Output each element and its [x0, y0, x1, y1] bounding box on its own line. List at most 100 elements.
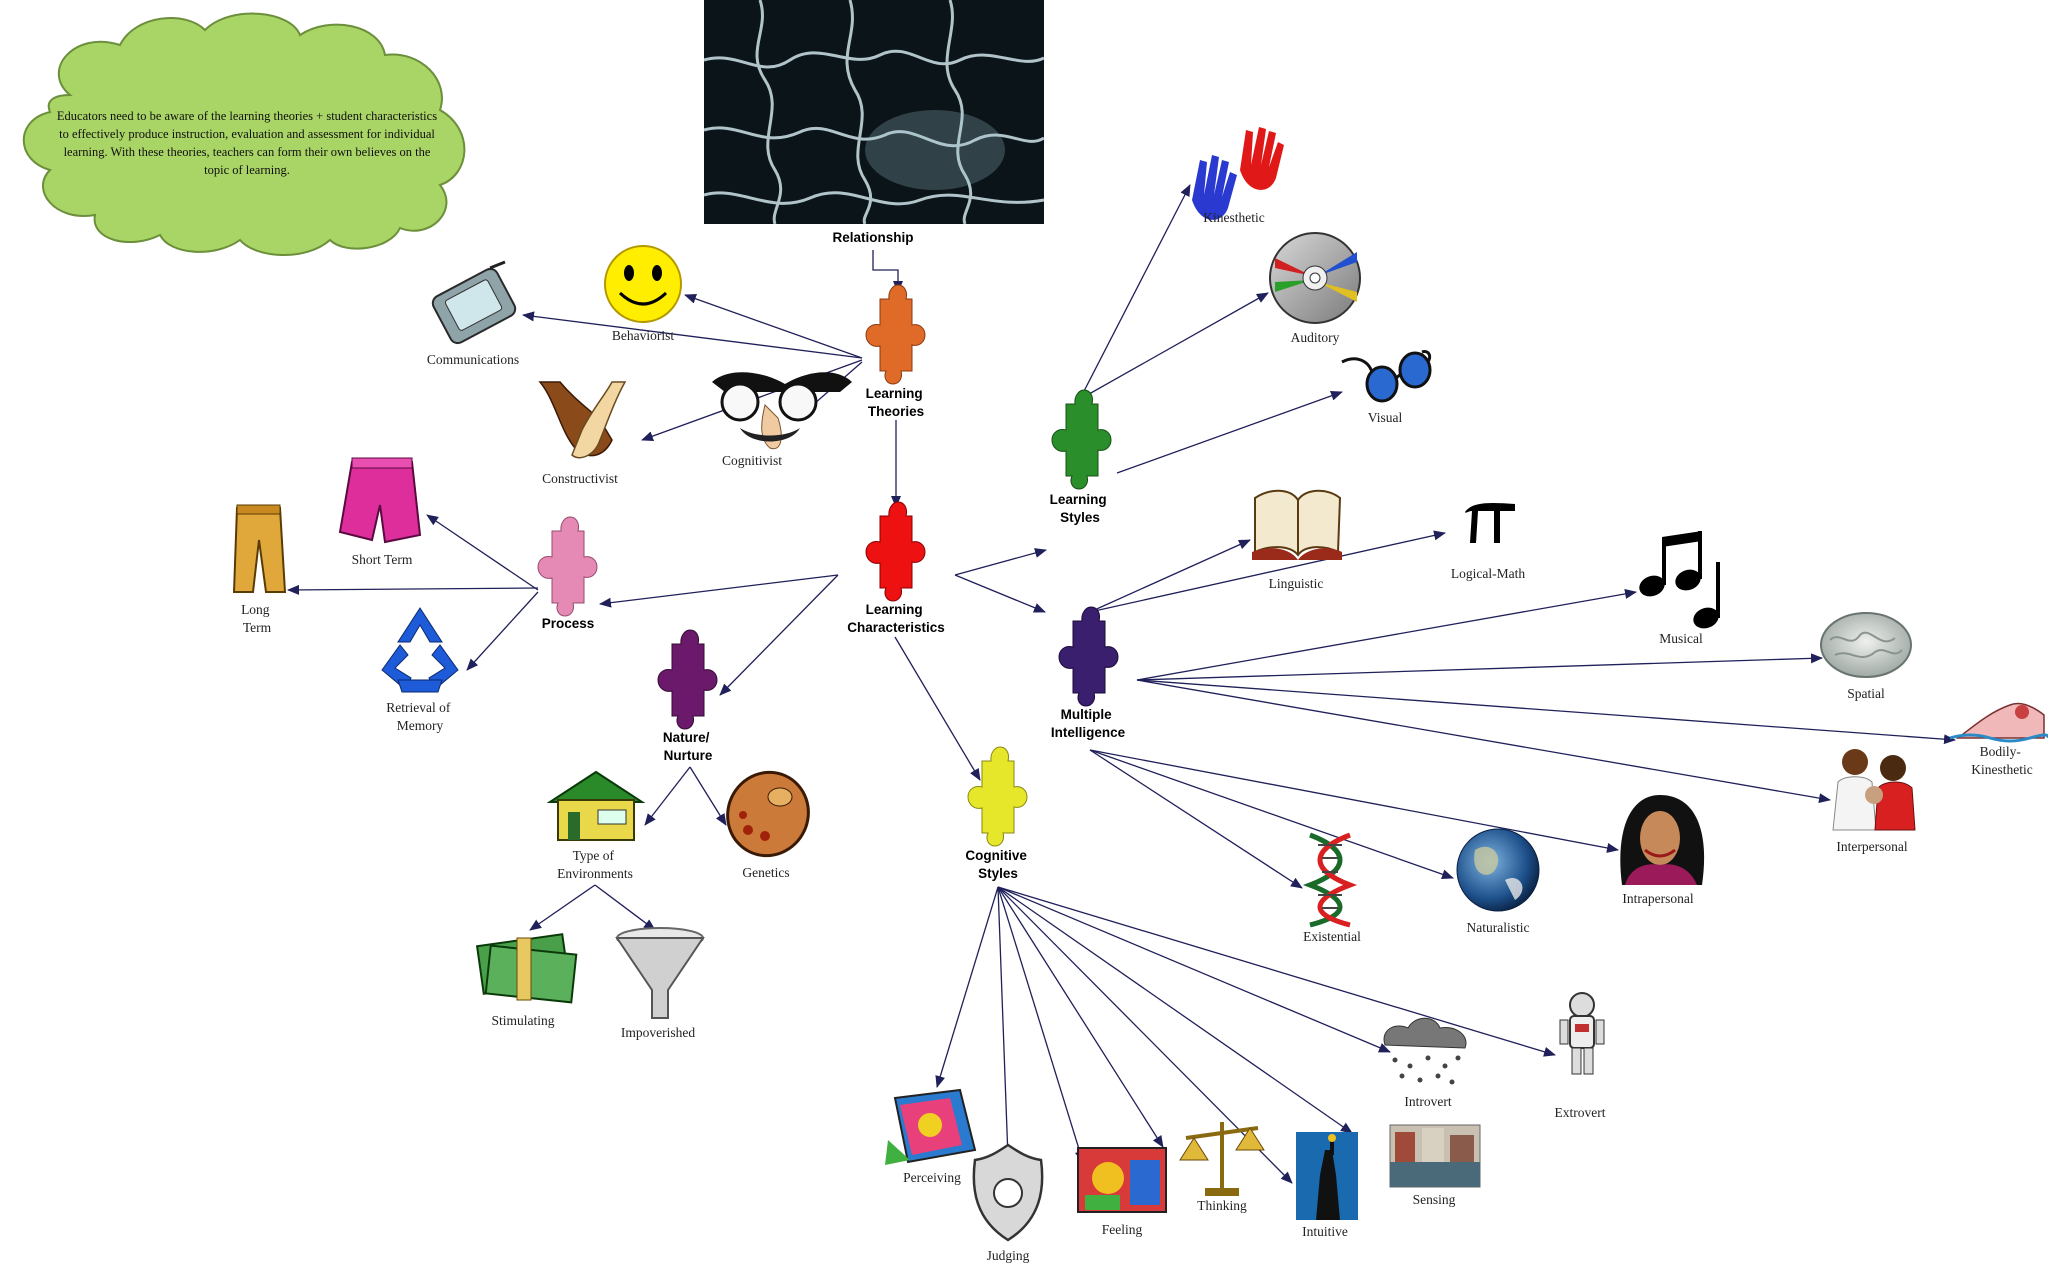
hub-learning-styles-label: Learning Styles — [1050, 492, 1111, 525]
label-type-environments: Type of Environments — [557, 848, 633, 881]
edge-cognitive-thinking — [997, 886, 1164, 1148]
edge-characteristics-process — [599, 574, 839, 608]
pi-icon — [1465, 502, 1515, 543]
hub-relationship-label: Relationship — [832, 230, 913, 245]
edge-nature-environments — [644, 766, 691, 826]
edge-cognitive-perceiving — [935, 886, 999, 1088]
label-impoverished: Impoverished — [621, 1025, 695, 1040]
edge-styles-kinesthetic — [1081, 184, 1191, 396]
label-constructivist: Constructivist — [542, 471, 618, 486]
edge-nature-genetics — [689, 766, 727, 826]
edge-cognitive-judging — [997, 886, 1013, 1159]
label-auditory: Auditory — [1291, 330, 1340, 345]
tablet-icon — [431, 260, 517, 345]
brain-icon — [1820, 612, 1912, 678]
label-stimulating: Stimulating — [491, 1013, 554, 1028]
swimmer-icon — [1949, 702, 2048, 743]
edge-environments-impoverished — [594, 884, 656, 931]
edge-theories-communications — [522, 311, 863, 359]
hail-cloud-icon — [1383, 1017, 1467, 1085]
edge-mi-logical — [1089, 530, 1446, 613]
edge-mi-interpersonal — [1136, 679, 1831, 804]
label-existential: Existential — [1303, 929, 1361, 944]
edge-mi-spatial — [1136, 653, 1823, 681]
astronaut-icon — [1559, 992, 1605, 1075]
disguise-glasses-icon — [712, 372, 852, 450]
edge-mi-musical — [1136, 588, 1637, 681]
badge-icon — [972, 1143, 1044, 1242]
edge-theories-behaviorist — [684, 293, 863, 359]
open-book-icon — [1252, 489, 1342, 560]
label-behaviorist: Behaviorist — [612, 328, 674, 343]
house-icon — [546, 770, 646, 841]
feeling-art-icon — [1077, 1147, 1167, 1213]
edge-cognitive-introvert — [997, 886, 1391, 1053]
hub-process-label: Process — [542, 616, 595, 631]
edge-process-retrieval — [466, 591, 539, 671]
statue-of-liberty-icon — [1296, 1132, 1358, 1220]
edge-cognitive-intuitive — [997, 886, 1293, 1184]
family-icon — [1832, 745, 1916, 831]
hub-learning-characteristics-label: Learning Characteristics — [847, 602, 945, 635]
smiley-icon — [604, 245, 682, 323]
puzzle-learning-styles — [1051, 389, 1112, 490]
puzzle-process — [537, 516, 598, 617]
puzzle-learning-theories — [865, 284, 926, 385]
shorts-icon — [338, 457, 422, 544]
label-visual: Visual — [1368, 410, 1403, 425]
label-short-term: Short Term — [352, 552, 413, 567]
label-bodily-kinesthetic: Bodily- Kinesthetic — [1971, 744, 2032, 777]
puzzle-learning-characteristics — [865, 501, 926, 602]
cd-icon — [1269, 232, 1361, 324]
edge-mi-bodily — [1136, 679, 1956, 745]
edge-cognitive-feeling — [997, 886, 1085, 1163]
label-logical-math: Logical-Math — [1451, 566, 1525, 581]
label-musical: Musical — [1659, 631, 1703, 646]
edge-environments-stimulating — [529, 884, 596, 931]
scales-icon — [1179, 1122, 1265, 1196]
edge-process-shortterm — [426, 514, 539, 591]
label-extrovert: Extrovert — [1555, 1105, 1606, 1120]
dna-icon — [1302, 832, 1358, 928]
handshake-icon — [538, 381, 627, 459]
edge-mi-intrapersonal — [1089, 749, 1619, 853]
puzzle-nature-nurture — [657, 629, 718, 730]
handprints-icon — [1192, 127, 1284, 220]
label-thinking: Thinking — [1197, 1198, 1247, 1213]
edge-styles-auditory — [1081, 292, 1269, 399]
label-judging: Judging — [987, 1248, 1030, 1263]
label-retrieval: Retrieval of Memory — [386, 700, 453, 733]
music-notes-icon — [1639, 531, 1720, 629]
relationship-puzzle-image — [703, 0, 1045, 225]
sunglasses-icon — [1341, 350, 1432, 403]
hub-nature-nurture-label: Nature/ Nurture — [663, 730, 713, 763]
recycle-icon — [381, 607, 459, 693]
funnel-icon — [615, 927, 705, 1019]
label-introvert: Introvert — [1404, 1094, 1451, 1109]
label-kinesthetic: Kinesthetic — [1203, 210, 1264, 225]
cloud-note — [22, 12, 466, 257]
edges — [287, 184, 1956, 1184]
label-communications: Communications — [427, 352, 519, 367]
edge-mi-linguistic — [1089, 539, 1251, 613]
venice-photo-icon — [1389, 1124, 1481, 1188]
label-perceiving: Perceiving — [903, 1170, 961, 1185]
genetics-cell-icon — [726, 770, 810, 858]
woman-portrait-icon — [1620, 795, 1705, 885]
edge-mi-naturalistic — [1089, 749, 1454, 880]
label-intrapersonal: Intrapersonal — [1622, 891, 1693, 906]
earth-icon — [1456, 828, 1540, 912]
edge-characteristics-cognitive — [894, 636, 981, 781]
edge-characteristics-styles — [954, 548, 1047, 576]
label-spatial: Spatial — [1847, 686, 1885, 701]
edge-styles-visual — [1116, 391, 1343, 474]
edge-characteristics-nature — [719, 574, 839, 696]
label-cognitivist: Cognitivist — [722, 453, 782, 468]
puzzle-multiple-intelligence — [1058, 606, 1119, 707]
money-stack-icon — [475, 933, 578, 1004]
edge-cognitive-sensing — [997, 886, 1353, 1134]
hub-multiple-intelligence-label: Multiple Intelligence — [1051, 707, 1126, 740]
label-linguistic: Linguistic — [1269, 576, 1324, 591]
label-intuitive: Intuitive — [1302, 1224, 1348, 1239]
